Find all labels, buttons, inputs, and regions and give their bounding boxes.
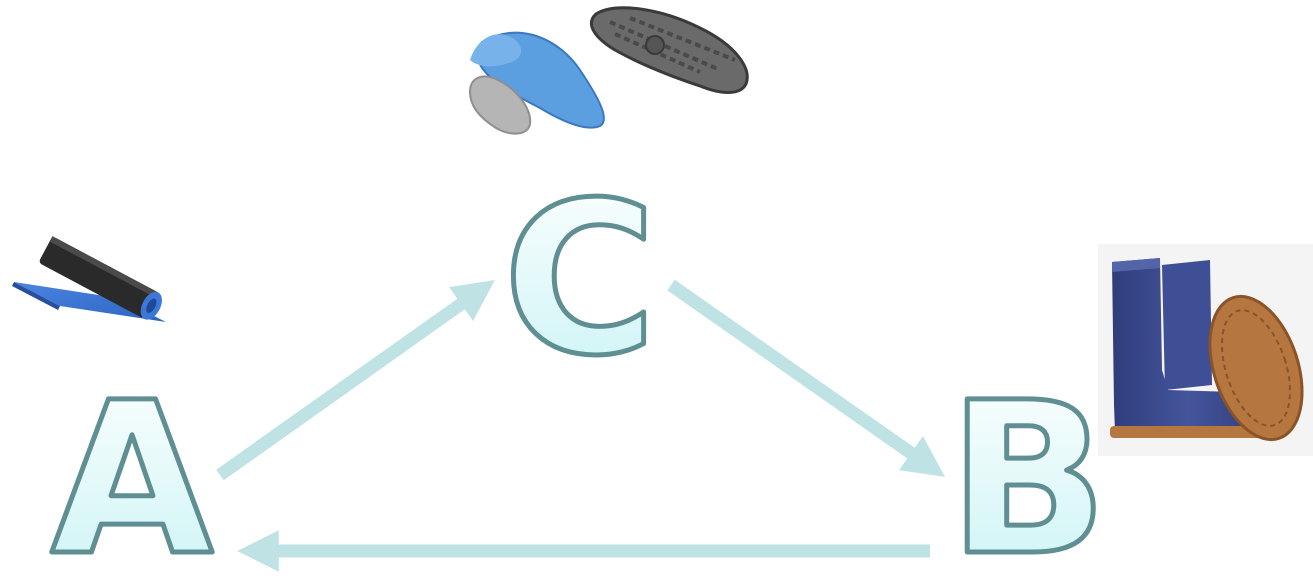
node-label-b: B — [948, 357, 1108, 576]
boots-picture — [1098, 244, 1313, 456]
node-label-c: C — [503, 157, 657, 402]
mat-roll-picture — [12, 236, 166, 323]
insole-picture — [470, 33, 604, 134]
shoe-sole-picture — [591, 8, 747, 93]
node-label-a: A — [51, 357, 214, 576]
arrow-a-to-c — [220, 292, 478, 475]
arrow-c-to-b — [671, 285, 928, 465]
